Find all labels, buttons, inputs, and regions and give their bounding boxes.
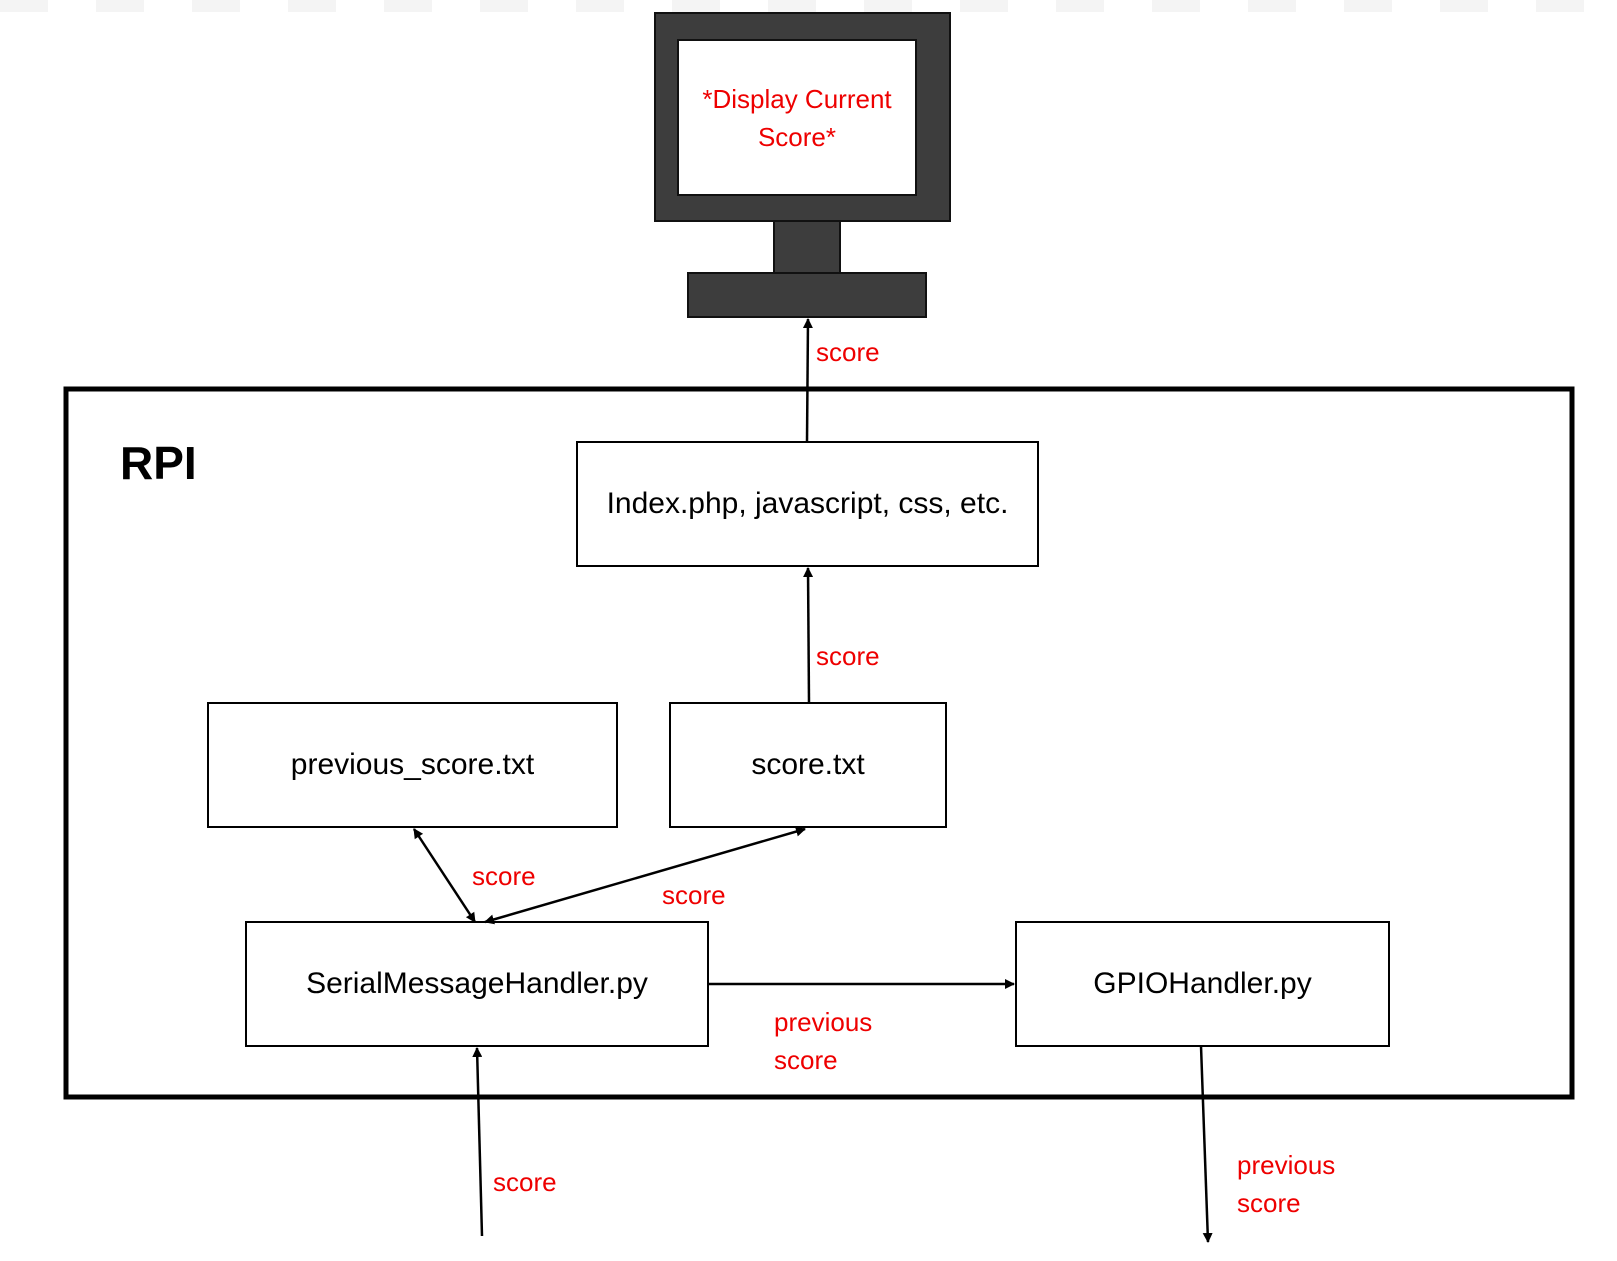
arrow-serial-previous-file	[412, 828, 477, 923]
previous-score-file-label: previous_score.txt	[290, 748, 535, 781]
label-web-to-monitor: score	[816, 337, 880, 367]
arrow-score-file-to-web	[803, 567, 814, 704]
label-serial-score-file: score	[662, 880, 726, 910]
gpio-handler-label: GPIOHandler.py	[1093, 967, 1312, 1000]
score-file-box	[669, 702, 947, 828]
arrow-serial-score-file	[484, 826, 806, 925]
label-gpio-output: previous score	[1237, 1150, 1336, 1218]
web-files-box	[576, 441, 1039, 567]
rpi-title: RPI	[120, 437, 197, 489]
web-files-label: Index.php, javascript, css, etc.	[606, 487, 1009, 520]
arrow-web-to-monitor	[802, 318, 813, 443]
top-strip	[0, 0, 1617, 12]
rpi-container	[63, 386, 1575, 1100]
label-input-to-serial: score	[493, 1167, 557, 1197]
arrow-gpio-output	[1199, 1045, 1213, 1243]
serial-handler-box	[245, 921, 709, 1047]
label-serial-to-gpio: previous score	[774, 1007, 873, 1075]
previous-score-file-box	[207, 702, 618, 828]
arrow-input-to-serial	[472, 1047, 484, 1237]
score-file-label: score.txt	[751, 748, 865, 781]
gpio-handler-box	[1015, 921, 1390, 1047]
label-score-file-to-web: score	[816, 641, 880, 671]
monitor-icon	[654, 12, 951, 318]
label-serial-previous-file: score	[472, 861, 536, 891]
monitor-screen-text: *Display Current Score*	[702, 83, 892, 152]
serial-handler-label: SerialMessageHandler.py	[306, 967, 648, 1000]
